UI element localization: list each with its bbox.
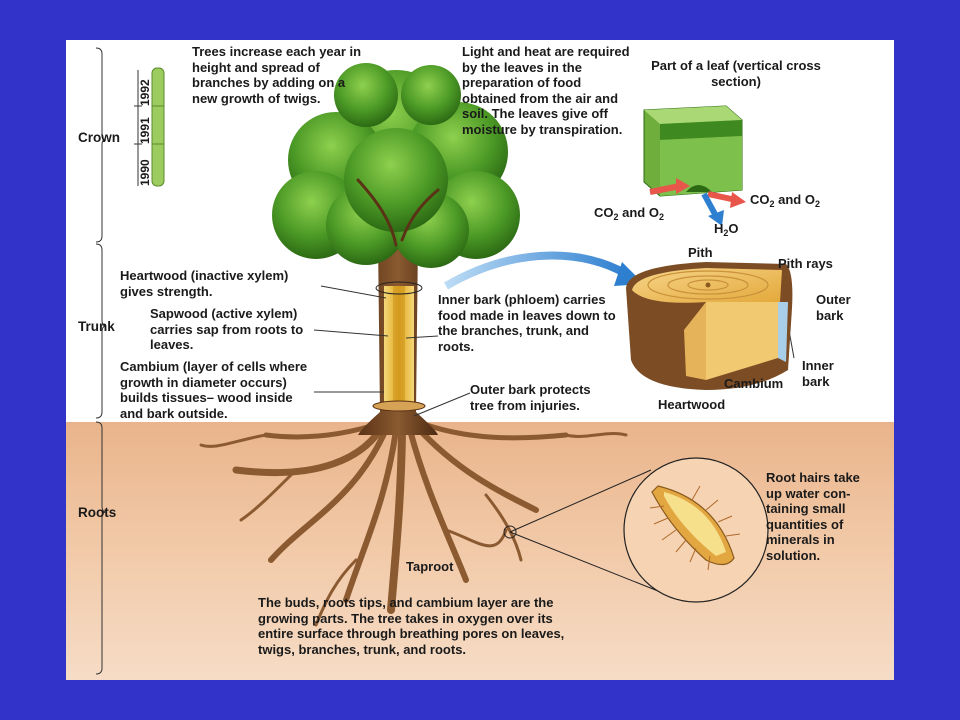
co2-in-arrow-head: [676, 178, 690, 194]
label-inner-bark: Inner bark: [802, 358, 834, 389]
root-tip: [649, 485, 741, 571]
caption-root-hairs: Root hairs take up water con-taining sma…: [766, 470, 860, 563]
caption-growing-parts: The buds, roots tips, and cambium layer …: [258, 595, 565, 657]
co2-out-arrow-head: [730, 192, 746, 208]
caption-growth: Trees increase each year in height and s…: [192, 44, 362, 106]
trunk-cross-section: [626, 262, 793, 390]
caption-cambium: Cambium (layer of cells where growth in …: [120, 359, 308, 421]
year-1991: 1991: [138, 117, 152, 144]
magnifier-line-bottom: [509, 531, 669, 596]
section-label-trunk: Trunk: [78, 319, 115, 334]
caption-outer-bark-protects: Outer bark protects tree from injuries.: [470, 382, 591, 413]
year-1992: 1992: [138, 79, 152, 106]
tree-crown: [272, 63, 520, 268]
label-outer-bark: Outer bark: [816, 292, 851, 323]
diagram-slide: Crown Trunk Roots 1990 1991 1992 Trees i…: [66, 40, 894, 680]
section-arrow: [443, 251, 629, 290]
tree-illustration: [95, 47, 795, 675]
label-h2o: H2O: [714, 221, 739, 238]
h2o-arrow: [701, 192, 719, 218]
label-heartwood: Heartwood: [658, 397, 726, 412]
caption-leaf-title: Part of a leaf (vertical cross section): [651, 58, 821, 89]
caption-heartwood: Heartwood (inactive xylem) gives strengt…: [120, 268, 289, 299]
caption-light-heat: Light and heat are required by the leave…: [462, 44, 630, 137]
label-taproot: Taproot: [406, 559, 454, 574]
label-cambium: Cambium: [724, 376, 784, 391]
section-label-crown: Crown: [78, 130, 120, 145]
co2-in-arrow: [649, 183, 681, 195]
year-1990: 1990: [138, 159, 152, 186]
label-pith-rays: Pith rays: [778, 256, 833, 271]
crown-branch-details: [356, 178, 440, 247]
magnifier-source: [503, 525, 517, 539]
label-pith: Pith: [688, 245, 713, 260]
section-label-roots: Roots: [78, 505, 117, 520]
caption-inner-bark: Inner bark (phloem) carries food made in…: [438, 292, 616, 354]
label-co2-o2-out: CO2 and O2: [750, 192, 820, 209]
roots: [199, 416, 628, 627]
caption-sapwood: Sapwood (active xylem) carries sap from …: [150, 306, 304, 352]
magnifier-line-top: [509, 469, 652, 533]
h2o-arrow-head: [708, 210, 724, 226]
label-co2-o2-in: CO2 and O2: [594, 205, 664, 222]
twig-growth-icon: [134, 67, 165, 187]
trunk: [358, 240, 438, 435]
section-brackets: [95, 47, 107, 675]
leaf-cross-section: [643, 105, 743, 197]
